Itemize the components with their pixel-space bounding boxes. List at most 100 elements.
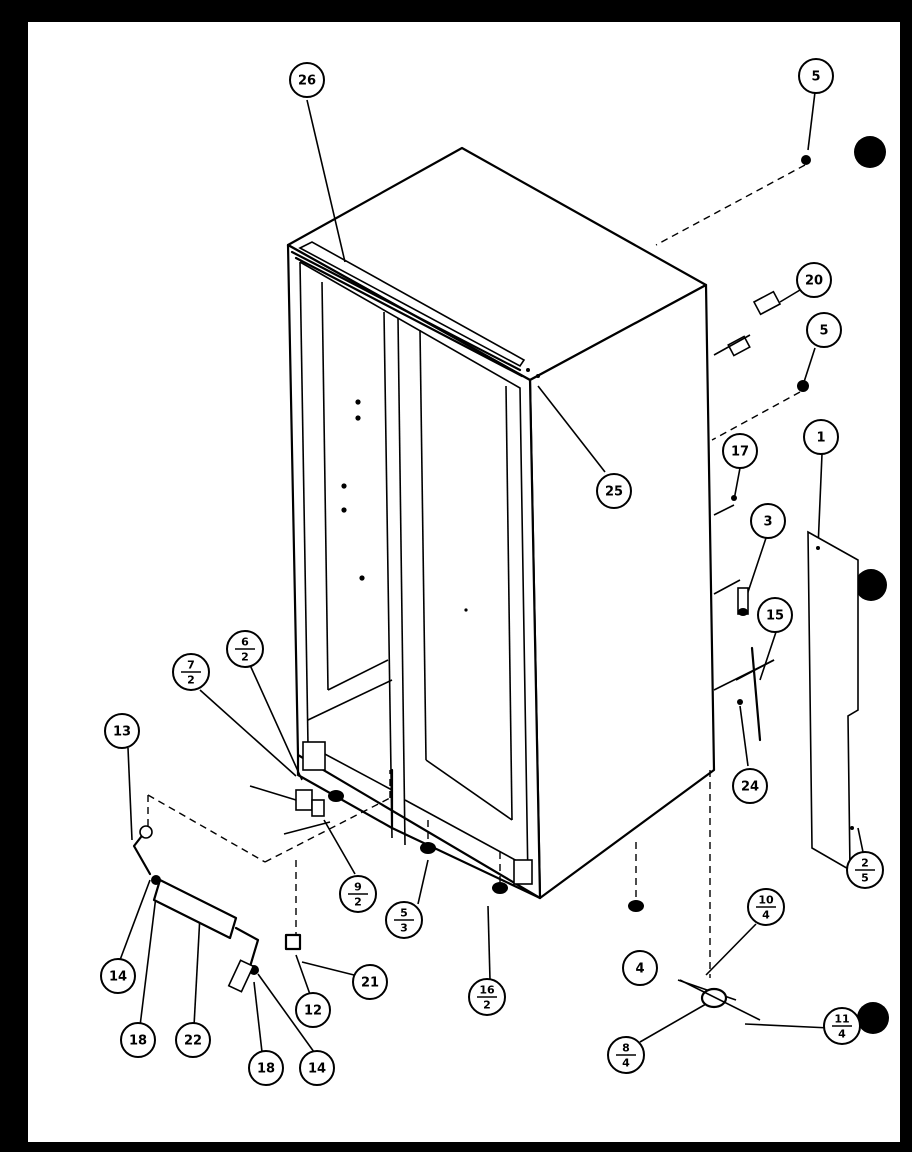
callout-quantity: 3 (400, 922, 408, 935)
callout-c18a: 18 (120, 1022, 156, 1058)
part-screw-5b (797, 380, 809, 392)
callout-c21: 21 (352, 964, 388, 1000)
callout-c10-4: 104 (747, 888, 785, 926)
part-panel-1 (807, 530, 859, 872)
punch-hole-top (854, 136, 886, 168)
callout-number: 26 (298, 74, 316, 89)
callout-c26: 26 (289, 62, 325, 98)
cabinet-body (286, 146, 716, 900)
callout-number: 3 (763, 515, 772, 530)
callout-number: 6 (241, 636, 249, 649)
callout-c24: 24 (732, 768, 768, 804)
callout-number: 18 (257, 1062, 275, 1077)
callout-c4: 4 (622, 950, 658, 986)
callout-number: 22 (184, 1034, 202, 1049)
punch-hole-middle (855, 569, 887, 601)
callout-number: 17 (731, 445, 749, 460)
callout-number: 24 (741, 780, 759, 795)
callout-number: 14 (109, 970, 127, 985)
callout-c13: 13 (104, 713, 140, 749)
callout-number: 12 (304, 1004, 322, 1019)
callout-c22: 22 (175, 1022, 211, 1058)
callout-circle (803, 419, 839, 455)
callout-c1: 1 (803, 419, 839, 455)
part-foot-4 (628, 900, 644, 912)
callout-c6-2: 62 (226, 630, 264, 668)
part-clip-12 (284, 933, 302, 951)
callout-number: 10 (758, 894, 774, 907)
part-rod-15 (735, 646, 775, 742)
callout-number: 4 (635, 962, 644, 977)
callout-circle (806, 312, 842, 348)
callout-c3: 3 (750, 503, 786, 539)
part-screw-24 (737, 699, 743, 705)
part-foot-5-3 (420, 842, 436, 854)
callout-number: 5 (811, 70, 820, 85)
callout-circle (295, 992, 331, 1028)
callout-number: 16 (479, 984, 495, 997)
callout-number: 2 (861, 857, 869, 870)
callout-circle (798, 58, 834, 94)
callout-number: 8 (622, 1042, 630, 1055)
callout-circle (750, 503, 786, 539)
callout-circle (796, 262, 832, 298)
punch-hole-bottom (857, 1002, 889, 1034)
callout-circle (622, 950, 658, 986)
callout-number: 21 (361, 976, 379, 991)
part-foot-16-2 (492, 882, 508, 894)
callout-number: 1 (816, 431, 825, 446)
callout-circle (120, 1022, 156, 1058)
callout-c20: 20 (796, 262, 832, 298)
part-foot-left (328, 790, 344, 802)
callout-c12: 12 (295, 992, 331, 1028)
part-screw-5a (801, 155, 811, 165)
callout-c14a: 14 (100, 958, 136, 994)
callout-quantity: 4 (622, 1057, 630, 1070)
callout-circle (299, 1050, 335, 1086)
callout-c5a: 5 (798, 58, 834, 94)
callout-c9-2: 92 (339, 875, 377, 913)
callout-number: 11 (834, 1013, 849, 1026)
callout-c2-5: 25 (846, 851, 884, 889)
callout-c11-4: 114 (823, 1007, 861, 1045)
callout-number: 9 (354, 881, 362, 894)
callout-number: 14 (308, 1062, 326, 1077)
callout-circle (175, 1022, 211, 1058)
callout-c25: 25 (596, 473, 632, 509)
callout-circle (757, 597, 793, 633)
callout-quantity: 2 (241, 651, 249, 664)
callout-quantity: 4 (762, 909, 770, 922)
callout-number: 15 (766, 609, 784, 624)
callout-quantity: 5 (861, 872, 869, 885)
callout-number: 13 (113, 725, 131, 740)
callout-quantity: 2 (483, 999, 491, 1012)
part-tube-22 (132, 825, 260, 993)
callout-c18b: 18 (248, 1050, 284, 1086)
callout-quantity: 2 (187, 674, 195, 687)
callout-c8-4: 84 (607, 1036, 645, 1074)
callout-quantity: 2 (354, 896, 362, 909)
callout-c16-2: 162 (468, 978, 506, 1016)
part-bracket-3 (737, 587, 749, 616)
callout-number: 7 (187, 659, 195, 672)
callout-circle (248, 1050, 284, 1086)
callout-circle (100, 958, 136, 994)
callout-circle (289, 62, 325, 98)
callout-circle (732, 768, 768, 804)
part-hinge-20 (713, 290, 782, 357)
callout-c7-2: 72 (172, 653, 210, 691)
callout-quantity: 4 (838, 1028, 846, 1041)
callout-number: 5 (400, 907, 408, 920)
callout-circle (352, 964, 388, 1000)
callout-number: 25 (605, 485, 623, 500)
callout-c5b: 5 (806, 312, 842, 348)
callout-circle (104, 713, 140, 749)
part-leveler-8-4 (679, 979, 761, 1021)
callout-number: 5 (819, 324, 828, 339)
part-screw-17 (731, 495, 737, 501)
callout-circle (596, 473, 632, 509)
callout-circle (722, 433, 758, 469)
